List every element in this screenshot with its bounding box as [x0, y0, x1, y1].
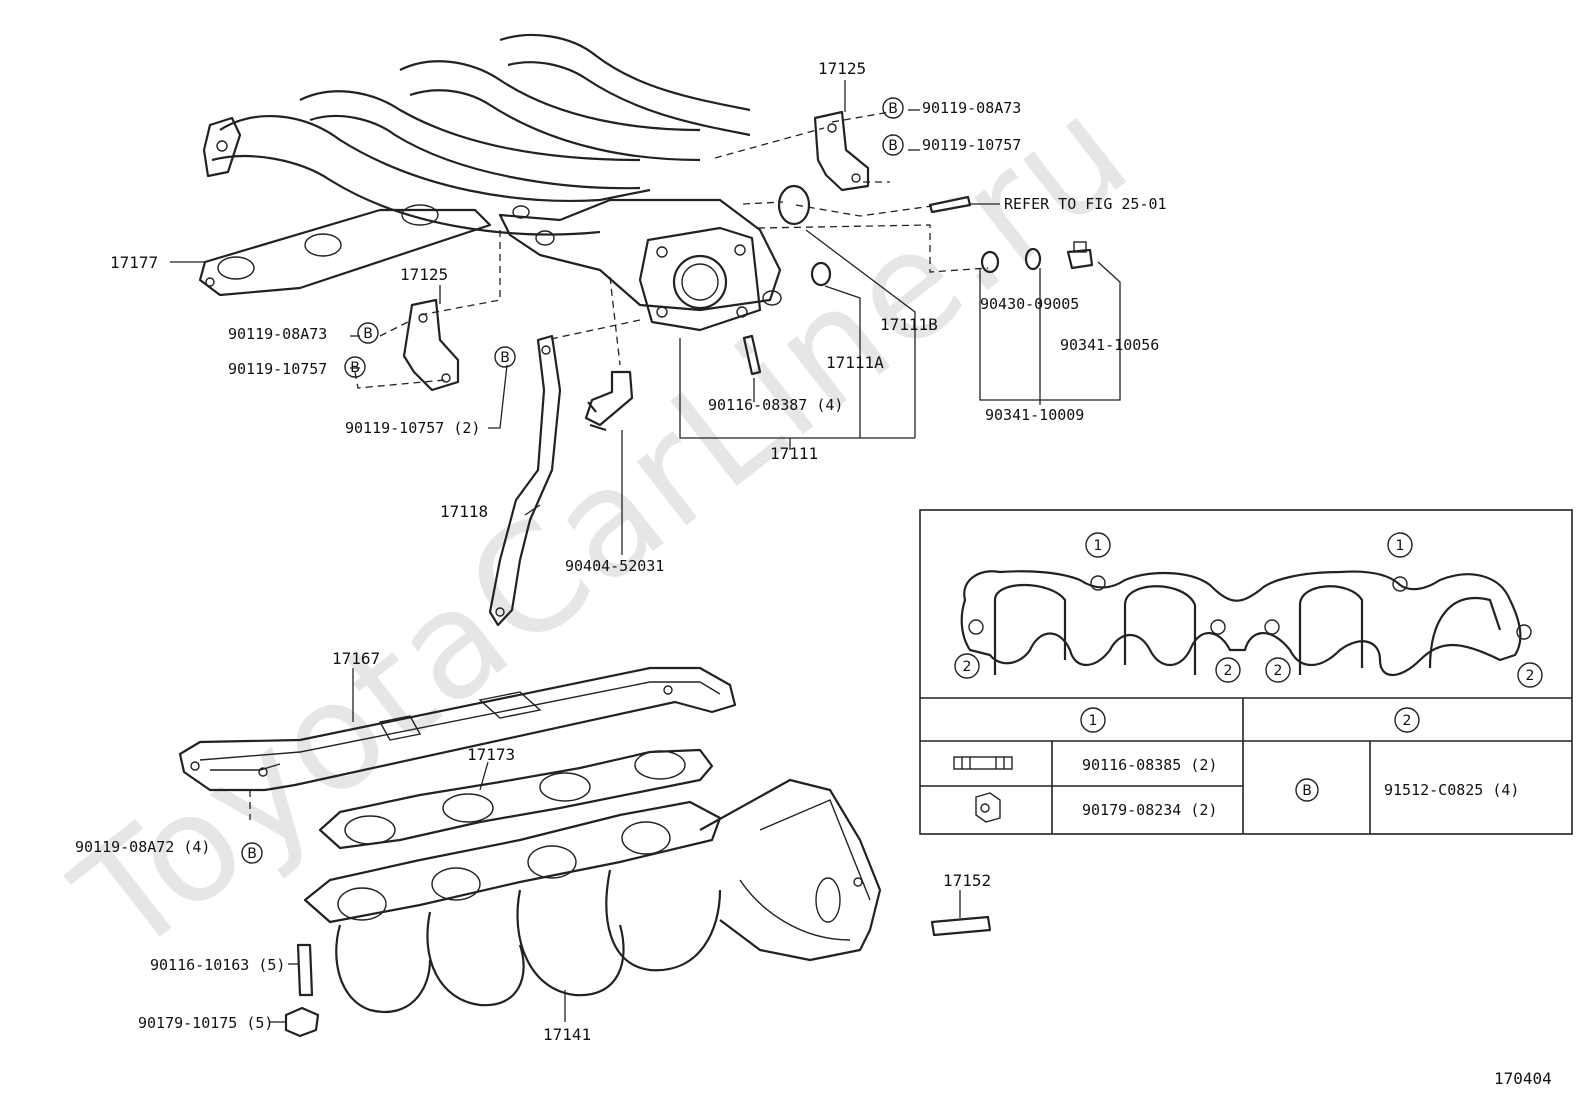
callout-90119-10757-2: 90119-10757 (2) [345, 419, 480, 437]
stud-icon [953, 756, 1013, 770]
callout-17125-top: 17125 [818, 59, 866, 78]
b-symbol-icon: B [882, 134, 904, 156]
callout-90116-10163: 90116-10163 (5) [150, 956, 285, 974]
b-symbol-icon: B [344, 356, 366, 378]
callout-17111A: 17111A [826, 353, 884, 372]
svg-text:2: 2 [1403, 713, 1412, 729]
svg-text:B: B [888, 138, 898, 154]
svg-text:1: 1 [1396, 538, 1405, 554]
svg-text:B: B [1302, 783, 1312, 799]
callout-17173: 17173 [467, 745, 515, 764]
figure-number: 170404 [1494, 1069, 1552, 1088]
circled-2-icon: 2 [1265, 657, 1291, 683]
svg-text:2: 2 [963, 659, 972, 675]
svg-text:2: 2 [1224, 663, 1233, 679]
legend-header-1: 1 [1080, 707, 1106, 733]
callout-17167: 17167 [332, 649, 380, 668]
legend-col2-part: 91512-C0825 (4) [1384, 781, 1519, 799]
svg-text:1: 1 [1094, 538, 1103, 554]
callout-90119-08A73-left: 90119-08A73 [228, 325, 327, 343]
callout-90341-10056: 90341-10056 [1060, 336, 1159, 354]
legend-row2-part: 90179-08234 (2) [1082, 801, 1217, 819]
callout-17111: 17111 [770, 444, 818, 463]
circled-2-icon: 2 [1215, 657, 1241, 683]
b-symbols: B B B B B B [241, 97, 904, 864]
circled-1-icon: 1 [1085, 532, 1111, 558]
b-symbol-icon: B [882, 97, 904, 119]
callout-90179-10175: 90179-10175 (5) [138, 1014, 273, 1032]
nut-icon [975, 792, 1001, 823]
svg-text:B: B [500, 350, 510, 366]
exhaust-manifold-17141 [303, 778, 882, 1013]
callout-90341-10009: 90341-10009 [985, 406, 1084, 424]
circled-2-icon: 2 [1517, 662, 1543, 688]
callout-90119-10757-left: 90119-10757 [228, 360, 327, 378]
gasket-bolt-pattern-drawing [960, 570, 1532, 676]
svg-text:1: 1 [1089, 713, 1098, 729]
bolt-position-legend: 1 1 2 2 2 2 1 2 [919, 509, 1573, 835]
heat-insulator-17167 [178, 666, 737, 792]
callout-90430-09005: 90430-09005 [980, 295, 1079, 313]
callout-17111B: 17111B [880, 315, 938, 334]
callout-17152: 17152 [943, 871, 991, 890]
svg-text:B: B [247, 846, 257, 862]
circled-1-icon: 1 [1387, 532, 1413, 558]
callout-17177: 17177 [110, 253, 158, 272]
b-symbol-icon: B [494, 346, 516, 368]
intake-manifold-drawing [198, 33, 782, 332]
callout-17141: 17141 [543, 1025, 591, 1044]
svg-text:2: 2 [1526, 668, 1535, 684]
svg-text:B: B [350, 360, 360, 376]
svg-text:B: B [888, 101, 898, 117]
gasket-17173 [318, 748, 714, 850]
callout-90404-52031: 90404-52031 [565, 557, 664, 575]
callout-refer-to-fig: REFER TO FIG 25-01 [1004, 195, 1167, 213]
upper-right-small-parts [742, 184, 1094, 376]
b-symbol-icon: B [357, 322, 379, 344]
callout-17118: 17118 [440, 502, 488, 521]
circled-2-icon: 2 [954, 653, 980, 679]
callout-90116-08387: 90116-08387 (4) [708, 396, 843, 414]
leader-lines-upper [170, 80, 1121, 555]
union-fitting [584, 370, 634, 432]
svg-text:2: 2 [1274, 663, 1283, 679]
b-symbol-icon: B [241, 842, 263, 864]
b-symbol-icon: B [1295, 778, 1319, 802]
legend-row1-part: 90116-08385 (2) [1082, 756, 1217, 774]
rod-17118 [488, 334, 562, 627]
leader-lines-lower [249, 668, 961, 1023]
callout-90119-08A73-top: 90119-08A73 [922, 99, 1021, 117]
bracket-17125-top [813, 110, 870, 192]
callout-90119-10757-top: 90119-10757 [922, 136, 1021, 154]
callout-17125-left: 17125 [400, 265, 448, 284]
lower-studs [284, 915, 992, 1038]
svg-text:B: B [363, 326, 373, 342]
bracket-17125-left [402, 298, 460, 392]
callout-90119-08A72: 90119-08A72 (4) [75, 838, 210, 856]
callout-labels: 17125 90119-08A73 90119-10757 REFER TO F… [75, 59, 1552, 1088]
legend-header-2: 2 [1394, 707, 1420, 733]
